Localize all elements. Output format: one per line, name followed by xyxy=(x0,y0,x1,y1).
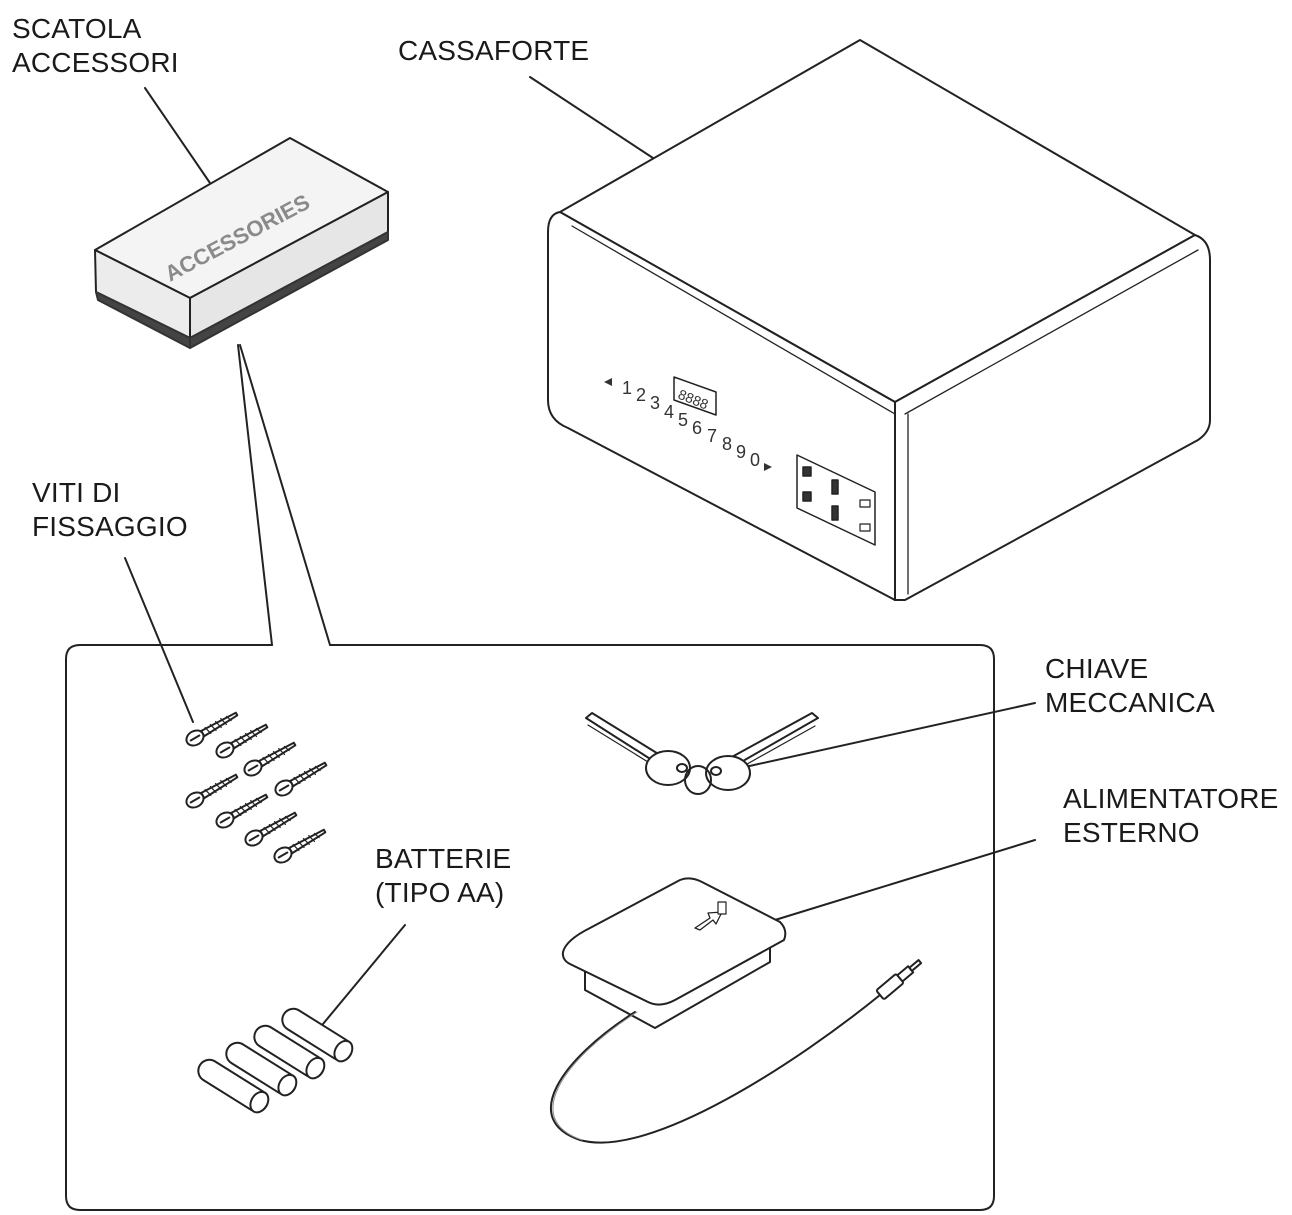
leader-power-supply xyxy=(774,839,1036,921)
accessory-box: ACCESSORIES xyxy=(94,137,389,349)
keypad-digit: 9 xyxy=(736,442,746,462)
leader-screws xyxy=(124,557,194,723)
label-accessory-box: SCATOLA ACCESSORI xyxy=(12,13,179,78)
keypad-digit: 8 xyxy=(722,434,732,454)
keypad-digit: 6 xyxy=(692,418,702,438)
leader-batteries xyxy=(317,924,406,1031)
keypad-digit: 5 xyxy=(678,410,688,430)
leader-key xyxy=(744,702,1036,768)
aa-batteries xyxy=(197,1007,354,1114)
leader-accessory-box xyxy=(144,87,211,184)
keypad-digit: 0 xyxy=(750,450,760,470)
lock-panel xyxy=(796,454,876,546)
label-batteries: BATTERIE (TIPO AA) xyxy=(375,843,512,908)
label-safe: CASSAFORTE xyxy=(398,35,590,66)
external-power-supply xyxy=(549,877,923,1144)
label-screws: VITI DI FISSAGGIO xyxy=(32,477,188,542)
keypad-digit: 3 xyxy=(650,393,660,413)
accessory-panel xyxy=(65,644,995,1211)
screws xyxy=(185,711,328,864)
label-power-supply: ALIMENTATORE ESTERNO xyxy=(1063,783,1279,848)
label-key: CHIAVE MECCANICA xyxy=(1045,653,1215,718)
keypad-right-arrow-icon xyxy=(764,463,772,471)
keypad-digit: 1 xyxy=(622,378,632,398)
mechanical-keys xyxy=(585,712,819,795)
keypad-display xyxy=(673,376,717,416)
keypad-left-arrow-icon xyxy=(604,378,612,386)
safe xyxy=(547,39,1211,601)
leader-safe xyxy=(529,76,654,159)
keypad-digit: 4 xyxy=(664,402,674,422)
callout-lines xyxy=(237,344,331,646)
keypad-digit: 7 xyxy=(707,426,717,446)
keypad-digit: 2 xyxy=(636,385,646,405)
